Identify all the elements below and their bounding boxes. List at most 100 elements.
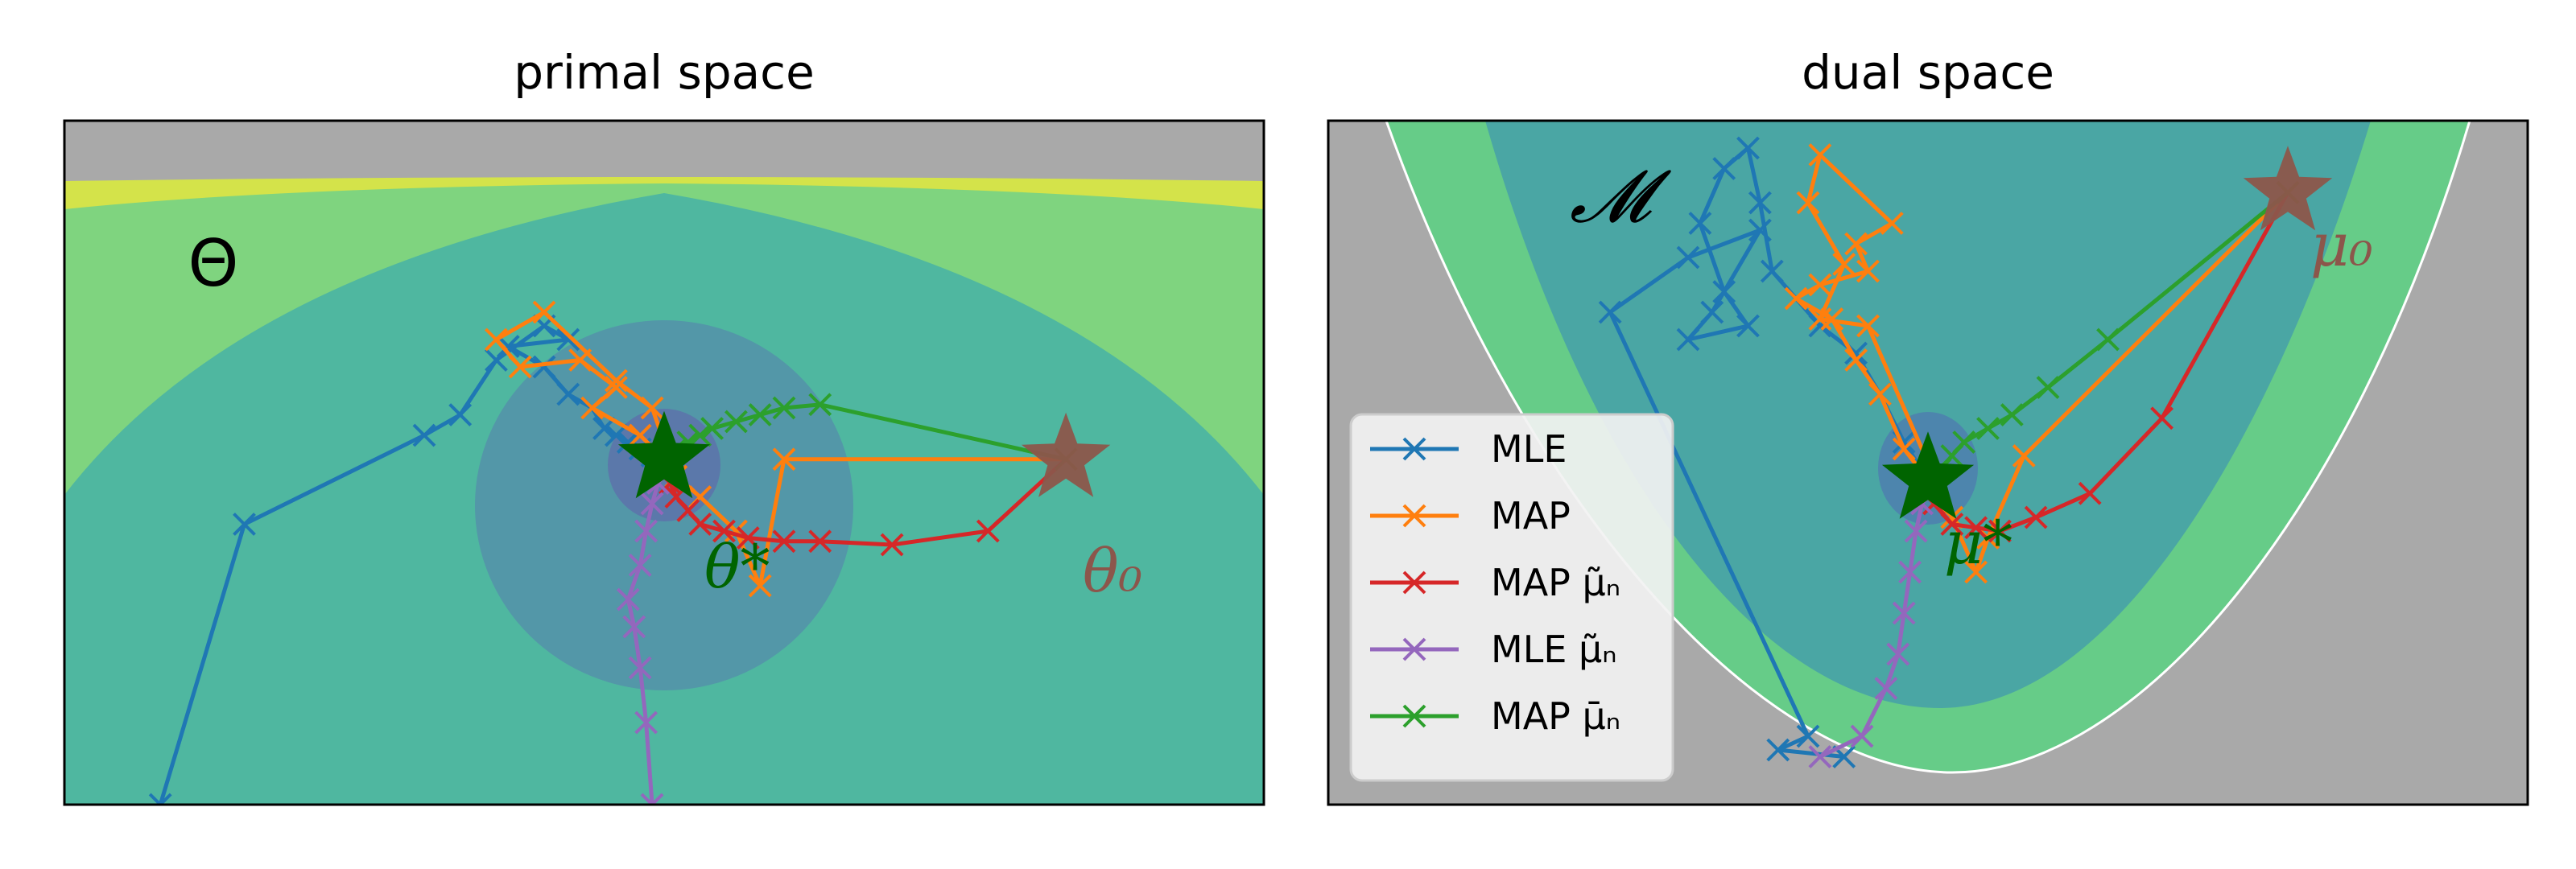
primal-series-2-marker-4 bbox=[772, 529, 796, 554]
dual-series-2-marker-1 bbox=[2150, 406, 2174, 430]
dual-series-3-marker-1 bbox=[1850, 724, 1874, 748]
primal-series-3-marker-4 bbox=[616, 587, 640, 612]
dual-series-1-marker-3 bbox=[1964, 560, 1988, 584]
primal-series-1-marker-2 bbox=[748, 574, 772, 598]
primal-series-0-marker-2 bbox=[412, 423, 436, 447]
dual-series-1-marker-13 bbox=[1808, 273, 1832, 297]
primal-series-2-marker-1 bbox=[976, 519, 1000, 543]
legend-label-0: MLE bbox=[1491, 427, 1567, 471]
primal-series-1-marker-10 bbox=[508, 355, 532, 379]
primal-optimum-star bbox=[617, 410, 711, 499]
primal-series-3-marker-0 bbox=[640, 793, 664, 805]
dual-series-2-marker-6 bbox=[1940, 513, 1964, 536]
primal-plot-area bbox=[64, 121, 1264, 805]
dual-series-0-marker-12 bbox=[1736, 136, 1760, 160]
primal-series-4-marker-5 bbox=[700, 417, 724, 440]
dual-series-4-marker-1 bbox=[2096, 327, 2120, 352]
primal-series-2-marker-2 bbox=[880, 533, 904, 557]
dual-series-1-marker-7 bbox=[1832, 253, 1856, 276]
primal-series-0-marker-12 bbox=[604, 423, 628, 447]
dual-frame bbox=[1327, 119, 2529, 806]
dual-start-star bbox=[2243, 146, 2333, 231]
primal-series-3-marker-7 bbox=[640, 492, 664, 516]
dual-series-1-marker-9 bbox=[1808, 143, 1832, 167]
primal-series-4-marker-6 bbox=[688, 423, 712, 447]
primal-series-0-marker-7 bbox=[496, 335, 520, 358]
dual-series-1-marker-14 bbox=[1784, 286, 1808, 311]
primal-series-1-marker-11 bbox=[568, 348, 592, 372]
legend-marker-0 bbox=[1402, 437, 1426, 461]
dual-stars-group bbox=[1881, 146, 2333, 519]
primal-stars-group bbox=[617, 410, 1111, 499]
primal-series-2-marker-3 bbox=[808, 529, 832, 554]
primal-series-0-marker-0 bbox=[148, 793, 172, 805]
legend-marker-3 bbox=[1402, 637, 1426, 661]
primal-space-panel: primal space Θ θ* θ₀ bbox=[63, 45, 1265, 806]
legend-label-3: MLE μ̃ₙ bbox=[1491, 628, 1617, 671]
legend-marker-1 bbox=[1402, 504, 1426, 528]
primal-series-3-marker-5 bbox=[628, 554, 652, 577]
legend-marker-4 bbox=[1402, 704, 1426, 728]
dual-series-0-marker-13 bbox=[1748, 191, 1772, 215]
dual-series-2-marker-3 bbox=[2024, 505, 2048, 529]
dual-series-0-marker-14 bbox=[1760, 259, 1784, 283]
dual-series-3-marker-5 bbox=[1898, 560, 1922, 584]
dual-series-1-marker-18 bbox=[1892, 437, 1916, 461]
dual-panel-title: dual space bbox=[1802, 45, 2054, 100]
dual-series-0-marker-11 bbox=[1712, 157, 1736, 180]
dual-series-2-marker-4 bbox=[1988, 519, 2012, 543]
primal-series-3-marker-3 bbox=[622, 615, 646, 639]
primal-series-1-marker-8 bbox=[532, 300, 556, 324]
primal-series-4-marker-2 bbox=[772, 396, 796, 420]
dual-series-1-marker-1 bbox=[2012, 444, 2036, 467]
theta-zero-label: θ₀ bbox=[1083, 537, 1142, 606]
dual-series-1-marker-12 bbox=[1856, 259, 1880, 283]
primal-series-2-marker-6 bbox=[712, 519, 736, 543]
dual-series-2-marker-5 bbox=[1964, 516, 1988, 540]
dual-series-3-marker-3 bbox=[1886, 642, 1910, 666]
primal-series-1-marker-14 bbox=[628, 423, 652, 447]
dual-series-0-marker-1 bbox=[1766, 738, 1790, 762]
dual-series-3-marker-0 bbox=[1808, 745, 1832, 768]
dual-series-0-marker-5 bbox=[1748, 218, 1772, 242]
dual-series-2-marker-2 bbox=[2078, 481, 2102, 505]
dual-series-1-marker-11 bbox=[1844, 232, 1868, 256]
dual-series-0-marker-6 bbox=[1700, 300, 1724, 324]
primal-series-4-marker-3 bbox=[748, 403, 772, 426]
legend-marker-2 bbox=[1402, 570, 1426, 595]
primal-series-3-marker-6 bbox=[634, 519, 658, 543]
dual-series-0-marker-10 bbox=[1688, 212, 1712, 235]
dual-series-0-marker-9 bbox=[1712, 280, 1736, 303]
dual-series-line-1 bbox=[1794, 153, 2289, 575]
theta-star-label: θ* bbox=[704, 533, 770, 602]
dual-series-3-marker-4 bbox=[1892, 601, 1916, 625]
primal-start-star bbox=[1022, 412, 1111, 497]
primal-series-line-3 bbox=[625, 459, 667, 805]
primal-series-3-marker-1 bbox=[634, 710, 658, 735]
dual-series-1-marker-5 bbox=[1856, 314, 1880, 338]
dual-series-1-marker-17 bbox=[1868, 382, 1892, 406]
primal-series-1-marker-12 bbox=[604, 376, 628, 399]
primal-series-line-1 bbox=[493, 310, 1067, 588]
primal-series-0-marker-1 bbox=[233, 513, 256, 536]
dual-series-0-marker-7 bbox=[1676, 327, 1700, 352]
primal-series-1-marker-6 bbox=[640, 396, 664, 420]
dual-optimum-star bbox=[1881, 431, 1975, 519]
dual-series-0-marker-3 bbox=[1598, 300, 1622, 324]
dual-series-1-marker-15 bbox=[1820, 307, 1844, 331]
dual-series-0-marker-8 bbox=[1736, 314, 1760, 338]
dual-series-0-marker-2 bbox=[1796, 724, 1820, 748]
primal-series-1-marker-7 bbox=[604, 369, 628, 393]
primal-series-1-marker-13 bbox=[580, 396, 605, 420]
legend-label-2: MAP μ̃ₙ bbox=[1491, 561, 1620, 604]
legend-label-4: MAP μ̄ₙ bbox=[1491, 694, 1620, 738]
primal-series-0-marker-3 bbox=[448, 403, 473, 426]
dual-series-0-marker-4 bbox=[1676, 245, 1700, 270]
theta-region-label: Θ bbox=[188, 226, 239, 301]
dual-series-4-marker-4 bbox=[1976, 417, 2000, 440]
mu-zero-label: μ₀ bbox=[2310, 211, 2373, 280]
